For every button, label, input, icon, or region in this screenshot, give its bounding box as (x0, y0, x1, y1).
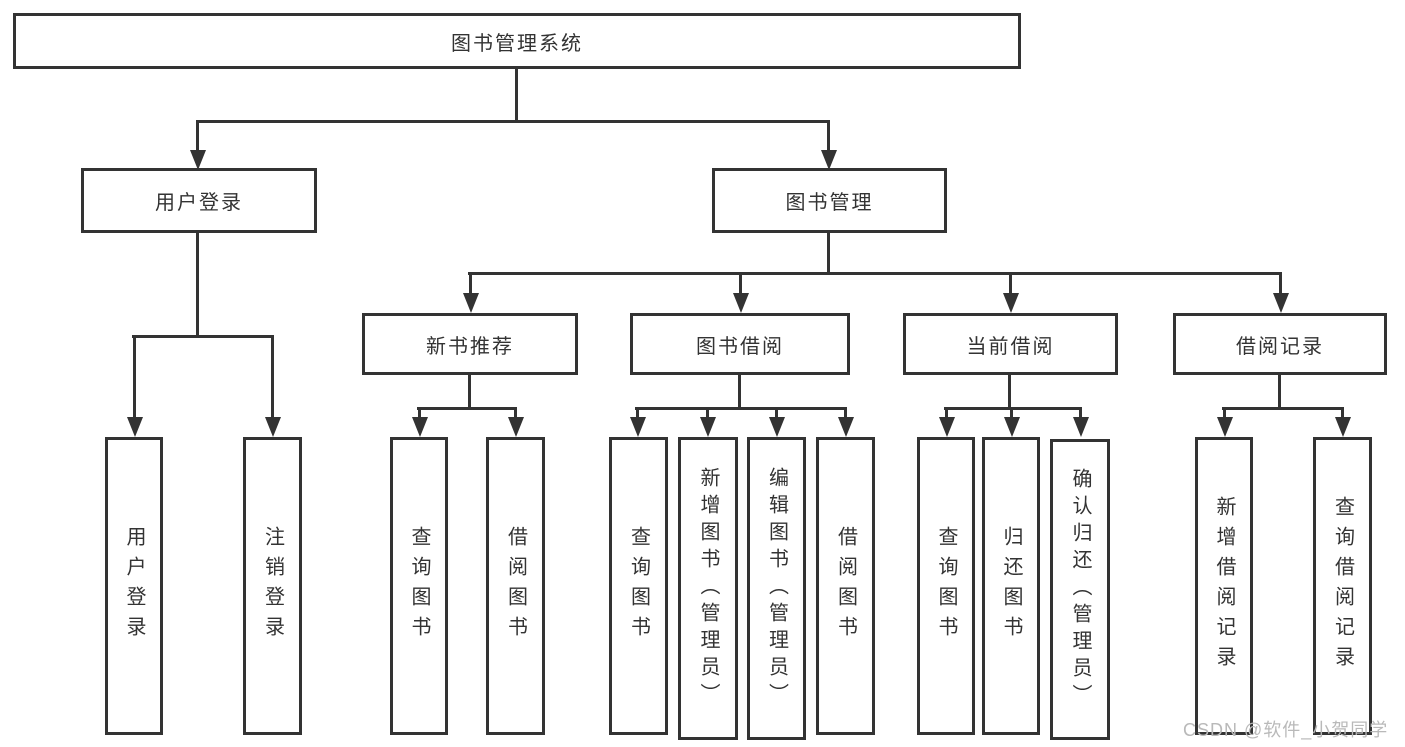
node-book-management: 图书管理 (712, 168, 947, 233)
node-book-borrow: 图书借阅 (630, 313, 850, 375)
leaf-query-books-borrow-label: 查询图书 (627, 526, 650, 646)
leaf-return-books: 归还图书 (982, 437, 1040, 735)
connector-root-stem (515, 69, 518, 120)
connector-borrow-records-stem (1278, 375, 1281, 407)
leaf-confirm-return-admin-label: 确认归还（管理员） (1069, 468, 1091, 711)
arrow-down-icon (739, 272, 742, 293)
leaf-query-books-recommend: 查询图书 (390, 437, 448, 735)
arrow-down-icon (706, 407, 709, 417)
arrow-down-icon (514, 407, 517, 417)
arrow-down-icon (133, 335, 136, 417)
node-root-label: 图书管理系统 (451, 32, 583, 55)
connector-new-book-bar (417, 407, 517, 410)
connector-user-login-stem (196, 233, 199, 335)
node-current-borrow: 当前借阅 (903, 313, 1118, 375)
leaf-query-borrow-record: 查询借阅记录 (1313, 437, 1372, 735)
arrow-down-icon (1009, 272, 1012, 293)
node-user-login: 用户登录 (81, 168, 317, 233)
leaf-return-books-label: 归还图书 (1000, 526, 1022, 646)
connector-new-book-stem (468, 375, 471, 407)
leaf-add-borrow-record: 新增借阅记录 (1195, 437, 1253, 735)
connector-book-management-bar (468, 272, 1281, 275)
arrow-down-icon (775, 407, 778, 417)
arrow-down-icon (1223, 407, 1226, 417)
leaf-edit-books-admin: 编辑图书（管理员） (747, 437, 806, 740)
connector-user-login-bar (132, 335, 273, 338)
node-book-borrow-label: 图书借阅 (696, 335, 784, 358)
node-current-borrow-label: 当前借阅 (966, 335, 1055, 358)
connector-current-borrow-bar (944, 407, 1082, 410)
node-borrow-records-label: 借阅记录 (1236, 335, 1324, 358)
leaf-query-borrow-record-label: 查询借阅记录 (1331, 496, 1354, 676)
leaf-borrow-books-recommend-label: 借阅图书 (504, 526, 527, 646)
arrow-down-icon (844, 407, 847, 417)
arrow-down-icon (1341, 407, 1344, 417)
leaf-add-books-admin-label: 新增图书（管理员） (697, 467, 719, 710)
leaf-user-login: 用户登录 (105, 437, 163, 735)
leaf-edit-books-admin-label: 编辑图书（管理员） (765, 467, 788, 710)
node-book-management-label: 图书管理 (785, 192, 874, 214)
leaf-borrow-books: 借阅图书 (816, 437, 875, 735)
arrow-down-icon (1010, 407, 1013, 417)
leaf-user-login-label: 用户登录 (123, 526, 145, 646)
arrow-down-icon (418, 407, 421, 417)
leaf-logout: 注销登录 (243, 437, 302, 735)
arrow-down-icon (196, 120, 199, 150)
node-new-book-recommend: 新书推荐 (362, 313, 578, 375)
arrow-down-icon (1079, 407, 1082, 417)
node-user-login-label: 用户登录 (155, 192, 243, 214)
connector-book-borrow-bar (635, 407, 846, 410)
arrow-down-icon (1279, 272, 1282, 293)
connector-current-borrow-stem (1008, 375, 1011, 407)
leaf-query-books-current: 查询图书 (917, 437, 975, 735)
leaf-add-borrow-record-label: 新增借阅记录 (1213, 496, 1235, 676)
arrow-down-icon (636, 407, 639, 417)
node-borrow-records: 借阅记录 (1173, 313, 1387, 375)
node-root: 图书管理系统 (13, 13, 1021, 69)
leaf-query-books-current-label: 查询图书 (935, 526, 957, 646)
arrow-down-icon (271, 335, 274, 417)
leaf-logout-label: 注销登录 (261, 526, 284, 646)
connector-borrow-records-bar (1222, 407, 1344, 410)
connector-book-management-stem (827, 233, 830, 272)
arrow-down-icon (827, 120, 830, 150)
leaf-add-books-admin: 新增图书（管理员） (678, 437, 738, 740)
leaf-confirm-return-admin: 确认归还（管理员） (1050, 439, 1110, 740)
leaf-borrow-books-label: 借阅图书 (834, 526, 857, 646)
node-new-book-recommend-label: 新书推荐 (426, 335, 514, 358)
arrow-down-icon (469, 272, 472, 293)
csdn-watermark: CSDN @软件_小贺同学 (1183, 720, 1389, 740)
leaf-borrow-books-recommend: 借阅图书 (486, 437, 545, 735)
arrow-down-icon (945, 407, 948, 417)
connector-root-bar (196, 120, 830, 123)
leaf-query-books-borrow: 查询图书 (609, 437, 668, 735)
leaf-query-books-recommend-label: 查询图书 (408, 526, 430, 646)
connector-book-borrow-stem (738, 375, 741, 407)
